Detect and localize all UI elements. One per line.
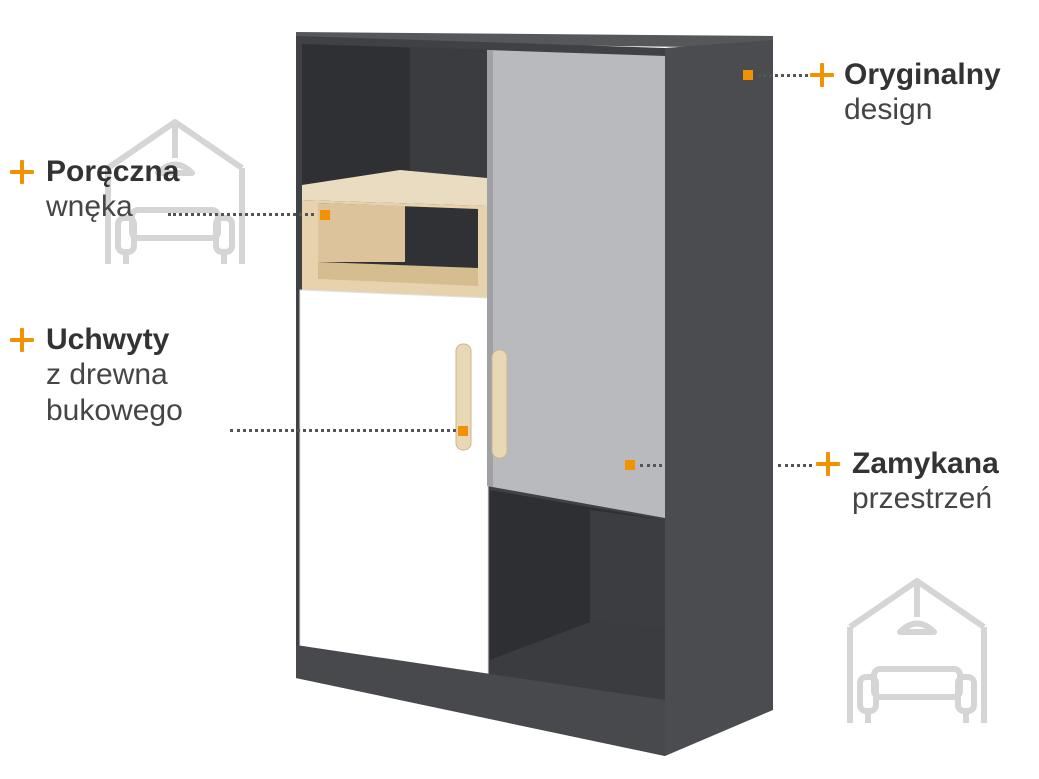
design-leader-line — [758, 74, 808, 77]
open-compartment-top-inner — [410, 47, 487, 180]
closed-marker — [625, 460, 635, 470]
design-marker — [743, 70, 753, 80]
home-furniture-icon — [105, 119, 245, 264]
callout-closed: Zamykana przestrzeń — [852, 447, 999, 517]
grey-door — [487, 50, 665, 518]
handles-marker — [458, 426, 468, 436]
callout-closed-subtitle: przestrzeń — [852, 482, 993, 515]
closed-leader-line-near — [640, 464, 662, 467]
callout-design: Oryginalny design — [844, 58, 1001, 128]
wooden-handle-right — [491, 349, 508, 459]
home-furniture-icon — [847, 578, 987, 723]
callout-design-subtitle: design — [844, 93, 933, 126]
plus-icon — [10, 328, 34, 352]
callout-niche-title: Poręczna — [46, 155, 180, 188]
callout-handles-subtitle-line1: z drewna — [46, 358, 168, 391]
callout-closed-title: Zamykana — [852, 447, 999, 480]
cabinet-plinth — [296, 645, 665, 756]
plus-icon — [816, 452, 840, 476]
plus-icon — [10, 160, 34, 184]
callout-handles-subtitle-line2: bukowego — [46, 394, 183, 427]
closed-leader-line-far — [778, 464, 812, 467]
wooden-niche-side — [318, 203, 405, 262]
callout-handles: Uchwyty z drewna bukowego — [46, 323, 183, 429]
cabinet-right-side — [665, 40, 773, 756]
niche-leader-line — [168, 213, 314, 216]
open-compartment-bottom-floor — [490, 622, 665, 712]
open-compartment-bottom-inner — [590, 510, 665, 630]
wooden-handle-left — [455, 343, 472, 451]
callout-niche: Poręczna wnęka — [46, 155, 179, 225]
wooden-niche-shelf — [318, 262, 478, 286]
wooden-niche-top — [302, 170, 487, 206]
handles-leader-line — [230, 429, 456, 432]
cabinet-top — [296, 32, 773, 48]
plus-icon — [810, 63, 834, 87]
callout-niche-subtitle: wnęka — [46, 190, 133, 223]
niche-marker — [320, 210, 330, 220]
callout-design-title: Oryginalny — [844, 58, 1001, 91]
callout-handles-title: Uchwyty — [46, 323, 170, 356]
